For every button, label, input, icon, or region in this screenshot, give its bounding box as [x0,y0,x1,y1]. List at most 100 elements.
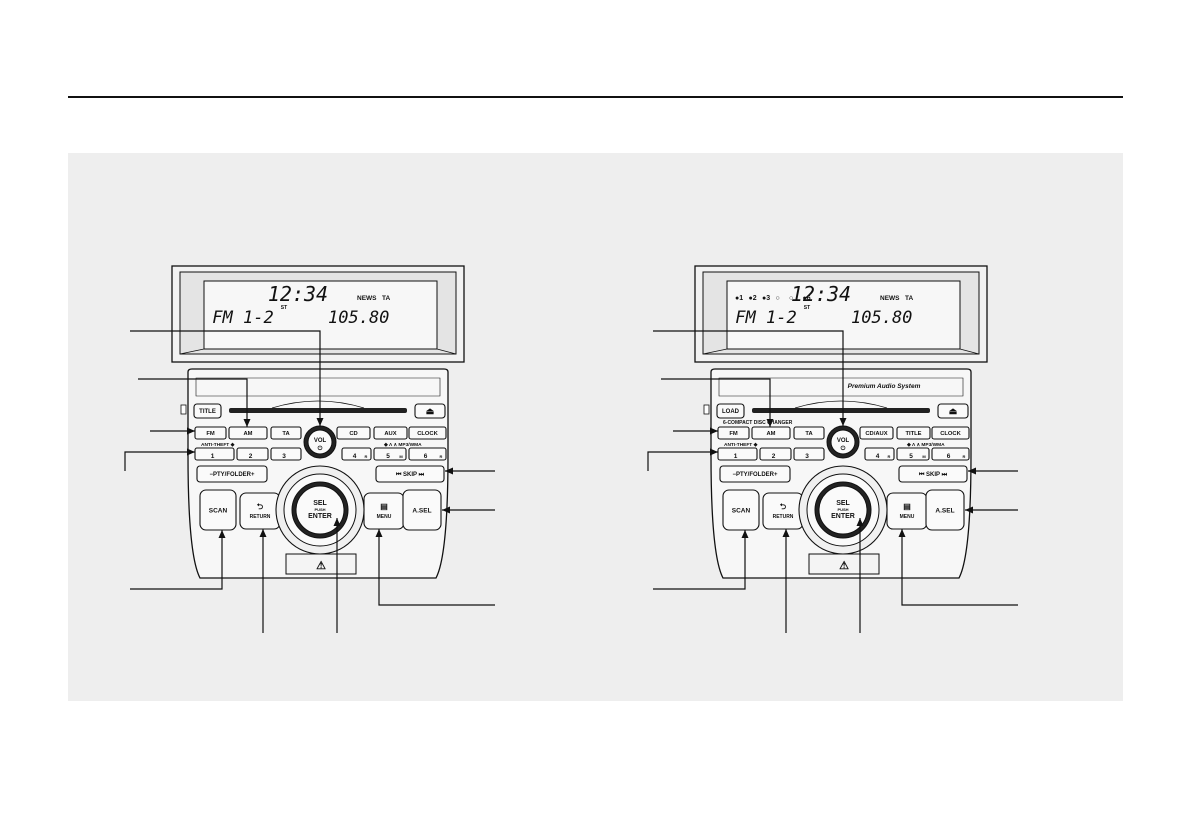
cd-slot [229,408,407,413]
callout-menu [378,529,495,606]
cd-icon [703,404,710,415]
preset-4-button-frame [864,447,895,461]
clock-button[interactable]: CLOCK [408,426,447,440]
return-button-frame [762,492,804,530]
push-label: PUSH [314,507,325,512]
fm-button[interactable]: FM [194,426,227,440]
preset-number: 3 [282,453,286,460]
ta-button[interactable]: TA [270,426,302,440]
lcd-disc-indicator: ○ [789,295,793,302]
preset-3-button[interactable]: 3 [793,447,825,461]
callout-skip-arrowhead [968,467,976,475]
eject-button[interactable]: ⏏ [937,403,969,419]
clock-button-label: CLOCK [940,431,961,437]
volume-knob[interactable]: VOL⏻ [303,425,337,459]
callout-a-sel-arrowhead [442,506,450,514]
volume-label: VOL [314,438,327,444]
preset-number: 5 [386,453,390,460]
a-sel-button[interactable]: A.SEL [402,489,442,531]
ta-button[interactable]: TA [793,426,825,440]
scan-button[interactable]: SCAN [199,489,237,531]
disc-changer-label: 6-COMPACT DISC CHANGER [723,420,793,426]
preset-sub-label: R [440,454,443,459]
pty-folder-button-frame [196,465,268,483]
preset-2-button[interactable]: 2 [759,447,792,461]
load-button-frame [716,403,745,419]
mp3-wma-label: ◆ Ʌ ∧ MP3/WMA [906,442,945,448]
skip-button[interactable]: ⏮ SKIP ⏭ [375,465,445,483]
pty-folder-button-label: −PTY/FOLDER+ [209,472,255,478]
callout-am [661,378,771,427]
eject-button[interactable]: ⏏ [414,403,446,419]
aux-button[interactable]: AUX [373,426,408,440]
preset-3-button[interactable]: 3 [270,447,302,461]
cd-icon [180,404,187,415]
preset-number: 6 [424,453,428,460]
return-button[interactable] [239,492,281,530]
a-sel-button-frame [402,489,442,531]
clock-button[interactable]: CLOCK [931,426,970,440]
scan-button[interactable]: SCAN [722,489,760,531]
preset-1-button[interactable]: 1 [717,447,758,461]
lcd-clock: 12:34 [268,282,328,306]
menu-button-frame [886,492,928,530]
cd-button[interactable]: CD [336,426,371,440]
preset-number: 4 [353,453,357,460]
preset-2-button[interactable]: 2 [236,447,269,461]
am-button-label: AM [766,431,775,437]
menu-icon: ▤ [380,502,388,511]
clock-button-label: CLOCK [417,431,438,437]
cd-aux-button-label: CD/AUX [865,431,887,437]
menu-button[interactable] [886,492,928,530]
skip-button[interactable]: ⏮ SKIP ⏭ [898,465,968,483]
return-button[interactable] [762,492,804,530]
title-button[interactable]: TITLE [896,426,931,440]
fm-button-label: FM [206,431,215,437]
aux-button-frame [373,426,408,440]
preset-number: 6 [947,453,951,460]
preset-5-button-frame [896,447,930,461]
slot-bulge [271,400,365,409]
selector-center [295,485,345,535]
callout-am [138,378,248,427]
preset-sub-label: R [365,454,368,459]
cd-aux-button[interactable]: CD/AUX [859,426,894,440]
selector-center [818,485,868,535]
volume-knob-cap [307,429,333,455]
menu-button[interactable] [363,492,405,530]
pty-folder-button[interactable]: −PTY/FOLDER+ [196,465,268,483]
lcd-disc-indicator: ○ [776,295,780,302]
fm-button-label: FM [729,431,738,437]
pty-folder-button[interactable]: −PTY/FOLDER+ [719,465,791,483]
preset-2-button-frame [759,447,792,461]
power-icon: ⏻ [318,445,323,452]
return-button-frame [239,492,281,530]
preset-number: 2 [249,453,253,460]
lcd-frequency: 105.80 [851,308,912,328]
am-button[interactable]: AM [751,426,791,440]
menu-label: MENU [900,514,915,520]
lcd-band: FM 1-2 [735,308,796,328]
callout-scan-arrowhead [741,530,749,538]
cd-button-frame [336,426,371,440]
title-button[interactable]: TITLE [193,403,222,419]
am-button[interactable]: AM [228,426,268,440]
load-button[interactable]: LOAD [716,403,745,419]
preset-1-button[interactable]: 1 [194,447,235,461]
a-sel-button[interactable]: A.SEL [925,489,965,531]
scan-button-label: SCAN [732,507,751,514]
enter-label: ENTER [308,513,332,520]
volume-knob[interactable]: VOL⏻ [826,425,860,459]
fm-button[interactable]: FM [717,426,750,440]
volume-knob-cap [830,429,856,455]
hazard-recess [808,553,880,575]
